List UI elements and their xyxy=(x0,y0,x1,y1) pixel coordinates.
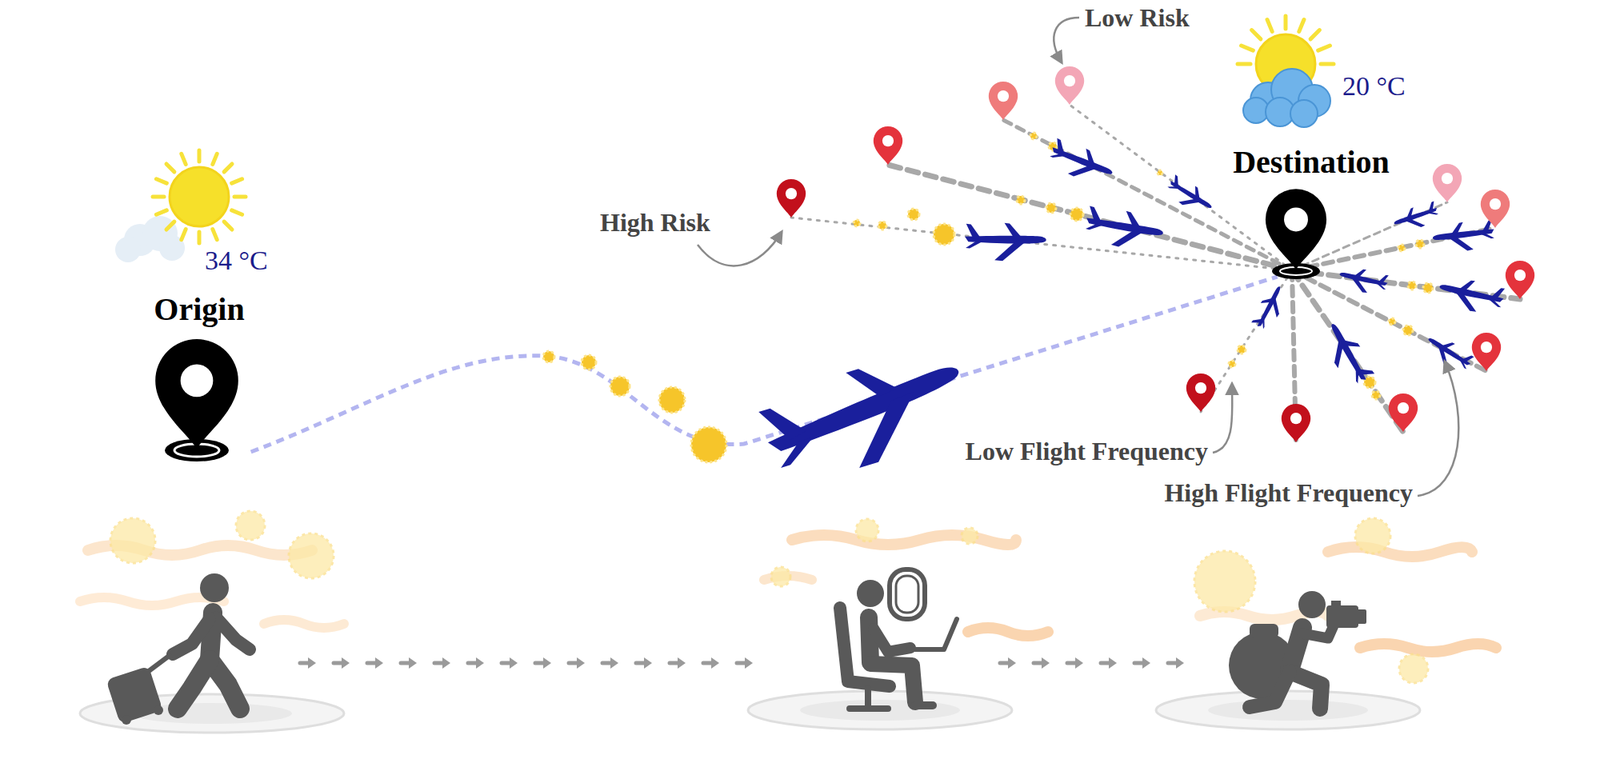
destination-pin xyxy=(1265,188,1327,280)
plane-icons xyxy=(755,135,1506,492)
risk-pins xyxy=(776,66,1535,443)
annotation-label: Low Flight Frequency xyxy=(965,438,1208,466)
progress-arrows xyxy=(300,657,1184,669)
flight-route xyxy=(251,276,1278,452)
leader-arrows xyxy=(697,17,1459,496)
annotation-label: High Flight Frequency xyxy=(1164,480,1413,508)
location-node: Origin xyxy=(147,289,251,480)
node-label: Destination xyxy=(1232,145,1390,180)
passenger-figure xyxy=(840,569,957,709)
location-node: Destination xyxy=(1226,142,1396,277)
node-label: Origin xyxy=(153,292,244,327)
photographer-figure xyxy=(1228,591,1367,709)
annotation-label: Low Risk xyxy=(1084,4,1190,32)
traveller-figure xyxy=(105,573,250,725)
sun-icon xyxy=(115,150,246,263)
virus-dots xyxy=(543,132,1433,463)
sun-cloud-icon xyxy=(1237,16,1334,128)
platforms xyxy=(80,691,1420,733)
annotation-label: High Risk xyxy=(600,209,711,237)
annotation-label: 34 °C xyxy=(204,246,268,276)
origin-pin xyxy=(155,339,239,462)
annotation-label: 20 °C xyxy=(1342,72,1406,101)
